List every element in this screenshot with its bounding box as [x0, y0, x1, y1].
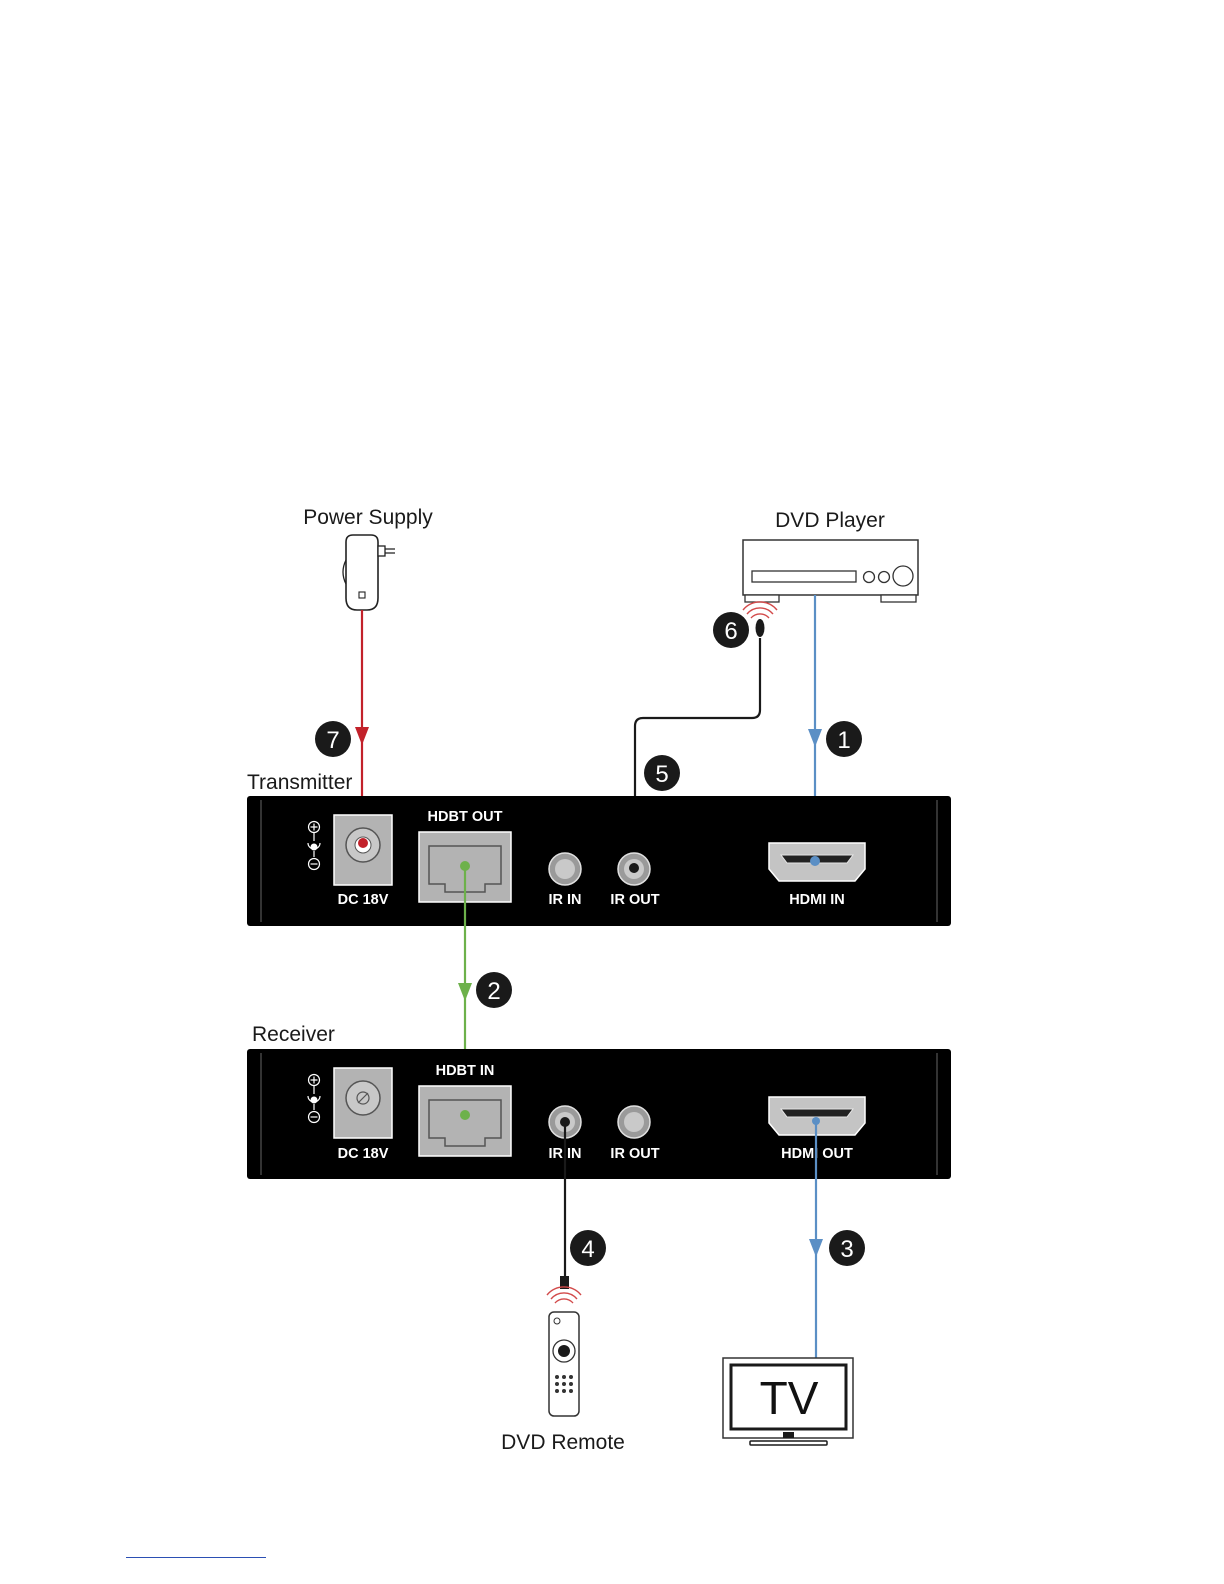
step-badge-2: 2: [476, 972, 512, 1008]
hdmi-in-plug-dot: [810, 856, 820, 866]
dvd-player-icon: [743, 540, 918, 602]
power-adapter-icon: [343, 535, 395, 610]
transmitter-hdmi-label: HDMI IN: [789, 892, 845, 908]
power-plug-dot: [358, 838, 368, 848]
step-badge-6: 6: [713, 612, 749, 648]
remote-signal-icon: [547, 1287, 581, 1303]
step-number: 3: [840, 1236, 853, 1263]
receiver-hdbt-label: HDBT IN: [436, 1063, 495, 1079]
dvd-remote-label: DVD Remote: [501, 1431, 625, 1454]
step-badge-5: 5: [644, 755, 680, 791]
dvd-player-label: DVD Player: [775, 509, 885, 532]
hdmi-out-plug-dot: [812, 1117, 820, 1125]
hdbt-out-plug-dot: [460, 861, 470, 871]
step-number: 4: [581, 1236, 594, 1263]
footnote-divider: [126, 1557, 266, 1558]
receiver-label: Receiver: [252, 1023, 335, 1046]
receiver-dc-label: DC 18V: [338, 1146, 389, 1162]
transmitter-ir-in-jack: [549, 853, 581, 885]
step-badge-7: 7: [315, 721, 351, 757]
tv-label: TV: [760, 1372, 819, 1424]
transmitter-hdbt-label: HDBT OUT: [428, 809, 503, 825]
step-badge-4: 4: [570, 1230, 606, 1266]
receiver-ir-out-jack: [618, 1106, 650, 1138]
transmitter-ir-out-jack: [618, 853, 650, 885]
step-number: 2: [487, 978, 500, 1005]
power-supply-label: Power Supply: [303, 506, 433, 529]
step-number: 1: [837, 727, 850, 754]
transmitter-label: Transmitter: [247, 771, 352, 794]
hdbt-in-plug-dot: [460, 1110, 470, 1120]
receiver-dc-jack: [334, 1068, 392, 1138]
step-number: 5: [655, 761, 668, 788]
hdbt-cable-arrow-icon: [458, 983, 472, 1001]
receiver-hdbt-port: [419, 1086, 511, 1156]
power-cable-arrow-icon: [355, 727, 369, 745]
receiver-ir-out-label: IR OUT: [610, 1146, 659, 1162]
step-badge-1: 1: [826, 721, 862, 757]
transmitter-ir-out-label: IR OUT: [610, 892, 659, 908]
step-badge-3: 3: [829, 1230, 865, 1266]
step-number: 6: [724, 618, 737, 645]
step-number: 7: [326, 727, 339, 754]
transmitter-dc-jack: [334, 815, 392, 885]
transmitter-ir-in-label: IR IN: [548, 892, 581, 908]
dvd-remote-icon: [549, 1312, 579, 1416]
hdmi-in-cable-arrow-icon: [808, 729, 822, 747]
transmitter-dc-label: DC 18V: [338, 892, 389, 908]
hdmi-out-cable-arrow-icon: [809, 1239, 823, 1257]
